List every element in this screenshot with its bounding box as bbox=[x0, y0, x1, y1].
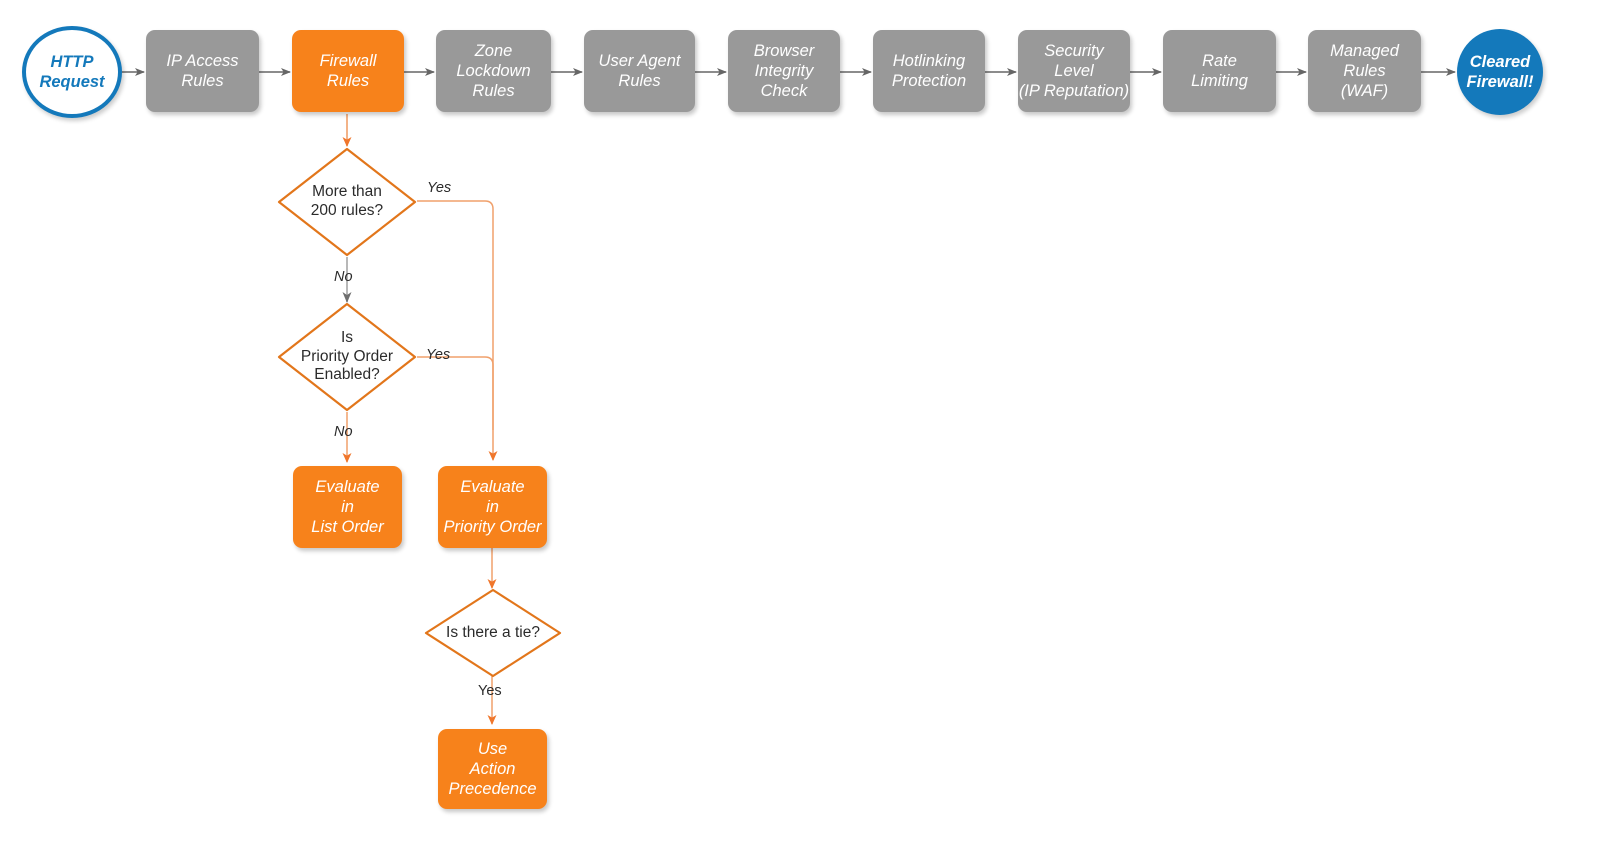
node-firewall-rules-label: Firewall Rules bbox=[319, 51, 377, 90]
node-evaluate-in-list-order-label: Evaluate in List Order bbox=[311, 477, 384, 537]
edge-label-tie-yes: Yes bbox=[478, 683, 502, 699]
node-user-agent-rules[interactable]: User Agent Rules bbox=[584, 30, 695, 112]
node-is-priority-order-enabled-label: Is Priority Order Enabled? bbox=[300, 328, 394, 384]
edge-priorityorder-yes bbox=[417, 356, 494, 430]
node-zone-lockdown-rules[interactable]: Zone Lockdown Rules bbox=[436, 30, 551, 112]
node-firewall-rules[interactable]: Firewall Rules bbox=[292, 30, 404, 112]
node-cleared-firewall[interactable]: Cleared Firewall! bbox=[1457, 29, 1543, 115]
edge-rulecount-yes bbox=[417, 200, 498, 461]
node-http-request-label: HTTP Request bbox=[39, 52, 105, 91]
node-hotlinking-protection[interactable]: Hotlinking Protection bbox=[873, 30, 985, 112]
node-hotlinking-protection-label: Hotlinking Protection bbox=[891, 51, 967, 90]
node-more-than-200-rules-label: More than 200 rules? bbox=[310, 183, 384, 219]
node-security-level-label: Security Level (IP Reputation) bbox=[1018, 41, 1130, 101]
node-evaluate-in-list-order[interactable]: Evaluate in List Order bbox=[293, 466, 402, 548]
node-zone-lockdown-rules-label: Zone Lockdown Rules bbox=[456, 41, 531, 101]
edge-label-priorityorder-no: No bbox=[334, 424, 353, 440]
node-ip-access-rules[interactable]: IP Access Rules bbox=[146, 30, 259, 112]
node-user-agent-rules-label: User Agent Rules bbox=[598, 51, 681, 90]
edge-label-rulecount-yes: Yes bbox=[427, 180, 452, 196]
edge-label-priorityorder-yes: Yes bbox=[426, 347, 451, 363]
node-security-level[interactable]: Security Level (IP Reputation) bbox=[1018, 30, 1130, 112]
node-more-than-200-rules[interactable]: More than 200 rules? bbox=[277, 147, 417, 257]
node-rate-limiting-label: Rate Limiting bbox=[1191, 51, 1248, 90]
node-use-action-precedence-label: Use Action Precedence bbox=[448, 739, 537, 799]
node-evaluate-in-priority-order[interactable]: Evaluate in Priority Order bbox=[438, 466, 547, 548]
node-managed-rules-waf-label: Managed Rules (WAF) bbox=[1330, 41, 1399, 101]
node-http-request[interactable]: HTTP Request bbox=[22, 26, 122, 118]
diamond-shape-icon bbox=[277, 302, 417, 412]
node-cleared-firewall-label: Cleared Firewall! bbox=[1466, 52, 1534, 91]
node-browser-integrity-check-label: Browser Integrity Check bbox=[753, 41, 815, 101]
diamond-shape-icon bbox=[277, 147, 417, 257]
node-is-priority-order-enabled[interactable]: Is Priority Order Enabled? bbox=[277, 302, 417, 412]
node-is-there-a-tie-label: Is there a tie? bbox=[446, 623, 540, 641]
node-browser-integrity-check[interactable]: Browser Integrity Check bbox=[728, 30, 840, 112]
node-managed-rules-waf[interactable]: Managed Rules (WAF) bbox=[1308, 30, 1421, 112]
edge-label-rulecount-no: No bbox=[334, 269, 353, 285]
node-rate-limiting[interactable]: Rate Limiting bbox=[1163, 30, 1276, 112]
node-ip-access-rules-label: IP Access Rules bbox=[166, 51, 239, 90]
node-evaluate-in-priority-order-label: Evaluate in Priority Order bbox=[443, 477, 542, 537]
node-is-there-a-tie[interactable]: Is there a tie? bbox=[424, 588, 562, 678]
diamond-shape-icon bbox=[424, 588, 562, 678]
node-use-action-precedence[interactable]: Use Action Precedence bbox=[438, 729, 547, 809]
